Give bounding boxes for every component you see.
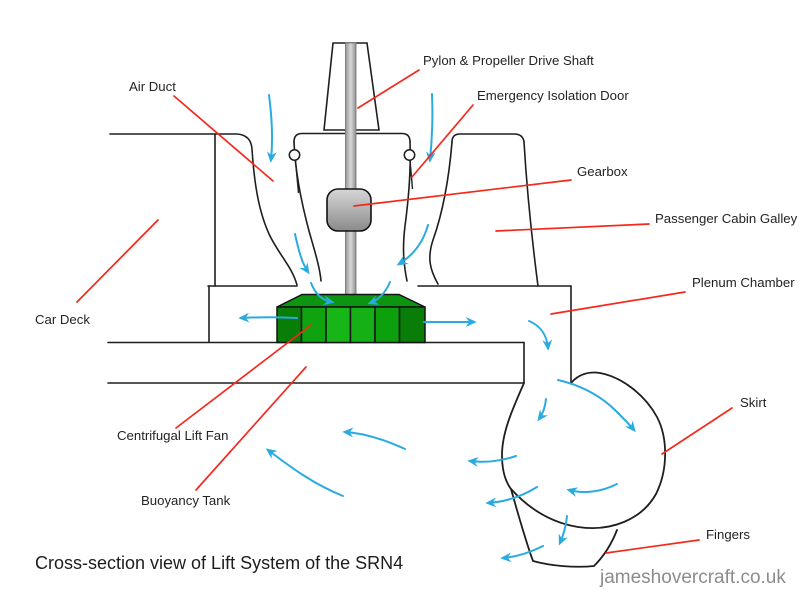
left-door-flap xyxy=(294,160,300,194)
fan-blade-6 xyxy=(398,306,426,344)
leader-passenger-cabin xyxy=(495,223,650,232)
airflow-arrow xyxy=(485,486,538,508)
fingers-shape xyxy=(510,488,618,568)
cabin-left-wall xyxy=(429,141,453,285)
airflow-arrow xyxy=(310,282,335,306)
label-car-deck: Car Deck xyxy=(35,312,90,327)
fan-blade-1 xyxy=(276,306,303,344)
leader-fingers xyxy=(605,539,700,554)
airflow-arrow xyxy=(342,427,406,450)
car-deck-ceiling-and-left-duct-wall xyxy=(109,133,298,286)
airflow-arrows xyxy=(238,93,636,563)
label-passenger-cabin-galley: Passenger Cabin Galley xyxy=(655,211,798,226)
leader-car-deck xyxy=(76,219,159,303)
leader-plenum xyxy=(550,291,686,315)
left-door-hinge xyxy=(288,149,301,161)
skirt-outline xyxy=(501,371,667,568)
airflow-arrow xyxy=(537,398,548,422)
fan-top-face xyxy=(276,293,426,308)
label-fingers: Fingers xyxy=(706,527,750,542)
leader-gearbox xyxy=(353,179,572,207)
right-door-flap xyxy=(409,160,414,190)
leader-air-duct xyxy=(173,95,274,182)
leader-lines xyxy=(76,69,733,554)
fan-blade-3 xyxy=(325,306,352,344)
airflow-arrow xyxy=(557,379,636,433)
cabin-right-wall xyxy=(523,141,539,287)
right-door-hinge xyxy=(403,149,416,161)
fan-blade-4 xyxy=(349,306,376,344)
gearbox-shape xyxy=(326,188,372,232)
label-plenum-chamber: Plenum Chamber xyxy=(692,275,795,290)
fan-housing-left-wall xyxy=(293,141,322,282)
airflow-arrow xyxy=(558,515,568,546)
label-air-duct: Air Duct xyxy=(129,79,176,94)
label-pylon-drive-shaft: Pylon & Propeller Drive Shaft xyxy=(423,53,594,68)
label-centrifugal-lift-fan: Centrifugal Lift Fan xyxy=(117,428,229,443)
skirt-bag-shape xyxy=(501,371,667,529)
label-emergency-isolation-door: Emergency Isolation Door xyxy=(477,88,629,103)
label-gearbox: Gearbox xyxy=(577,164,628,179)
airflow-arrow xyxy=(467,455,517,467)
fan-blade-5 xyxy=(374,306,401,344)
leader-pylon xyxy=(357,69,420,109)
lift-fan-shape xyxy=(276,293,426,344)
airflow-arrow xyxy=(566,483,618,497)
isolation-doors xyxy=(288,149,416,194)
leader-skirt xyxy=(661,407,733,455)
airflow-arrow xyxy=(528,320,553,351)
leader-buoyancy-tank xyxy=(195,366,307,491)
drive-shaft xyxy=(345,42,357,301)
airflow-arrow xyxy=(294,233,310,275)
airflow-arrow xyxy=(265,448,344,497)
airflow-arrow xyxy=(500,545,544,563)
airflow-arrow xyxy=(238,312,298,323)
label-skirt: Skirt xyxy=(740,395,767,410)
airflow-arrow xyxy=(396,224,429,266)
label-buoyancy-tank: Buoyancy Tank xyxy=(141,493,231,508)
leader-emergency-door xyxy=(411,104,474,178)
watermark-url: jameshovercraft.co.uk xyxy=(600,567,786,588)
airflow-arrow xyxy=(367,281,391,305)
leader-lift-fan xyxy=(175,324,312,429)
diagram-caption: Cross-section view of Lift System of the… xyxy=(35,553,404,573)
hull-structure xyxy=(107,132,572,384)
cabin-top xyxy=(451,133,525,143)
airflow-arrow xyxy=(425,93,436,163)
fan-blade-2 xyxy=(300,306,327,344)
airflow-arrow xyxy=(266,94,277,163)
